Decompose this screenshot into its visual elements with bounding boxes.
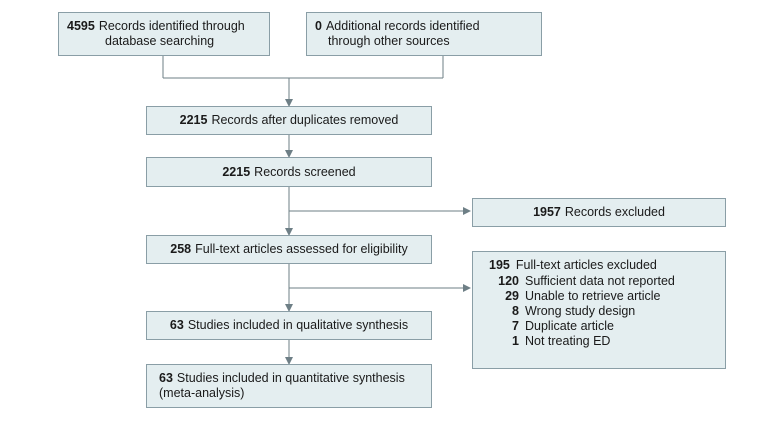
- reason-text: Unable to retrieve article: [525, 289, 661, 303]
- list-item: 29 Unable to retrieve article: [481, 289, 717, 304]
- fulltext-excluded-header: 195 Full-text articles excluded: [489, 258, 717, 273]
- fulltext-excluded-text: Full-text articles excluded: [515, 258, 657, 272]
- list-item: 7 Duplicate article: [481, 319, 717, 334]
- quantitative-synthesis-count: 63: [159, 371, 173, 385]
- qualitative-synthesis-text: Studies included in qualitative synthesi…: [187, 318, 409, 332]
- reason-text: Sufficient data not reported: [525, 274, 675, 288]
- list-item: 1 Not treating ED: [481, 334, 717, 349]
- records-after-duplicates-text: Records after duplicates removed: [211, 113, 399, 127]
- list-item: 120 Sufficient data not reported: [481, 274, 717, 289]
- reason-count: 7: [512, 319, 519, 333]
- reason-text: Not treating ED: [525, 334, 611, 348]
- fulltext-excluded-count: 195: [489, 258, 510, 272]
- records-after-duplicates-count: 2215: [179, 113, 208, 127]
- records-excluded-text: Records excluded: [564, 205, 665, 219]
- reason-count: 29: [505, 289, 519, 303]
- records-excluded-count: 1957: [533, 205, 561, 219]
- reason-count: 1: [512, 334, 519, 348]
- list-item: 8 Wrong study design: [481, 304, 717, 319]
- reason-text: Duplicate article: [525, 319, 614, 333]
- quantitative-synthesis-text-2: (meta-analysis): [159, 386, 245, 400]
- exclusion-reasons-list: 120 Sufficient data not reported 29 Unable…: [481, 274, 717, 349]
- reason-count: 8: [512, 304, 519, 318]
- records-identified-database-text-2: database searching: [105, 34, 215, 48]
- records-identified-database-count: 4595: [67, 19, 95, 33]
- qualitative-synthesis-count: 63: [169, 318, 184, 332]
- quantitative-synthesis-text-1: Studies included in quantitative synthes…: [176, 371, 405, 385]
- records-screened-text: Records screened: [254, 164, 356, 179]
- fulltext-assessed-text: Full-text articles assessed for eligibil…: [195, 242, 408, 256]
- reason-count: 120: [498, 274, 519, 288]
- fulltext-excluded-box: 195 Full-text articles excluded 120 Suffic…: [472, 251, 726, 369]
- records-identified-other-text-1: Additional records identified: [325, 19, 480, 33]
- records-identified-other-text-2: through other sources: [328, 34, 450, 48]
- records-screened-count: 2215: [222, 164, 251, 179]
- reason-text: Wrong study design: [525, 304, 636, 318]
- fulltext-assessed-count: 258: [170, 242, 192, 256]
- records-identified-database-text-1: Records identified through: [98, 19, 245, 33]
- records-identified-other-count: 0: [315, 19, 322, 33]
